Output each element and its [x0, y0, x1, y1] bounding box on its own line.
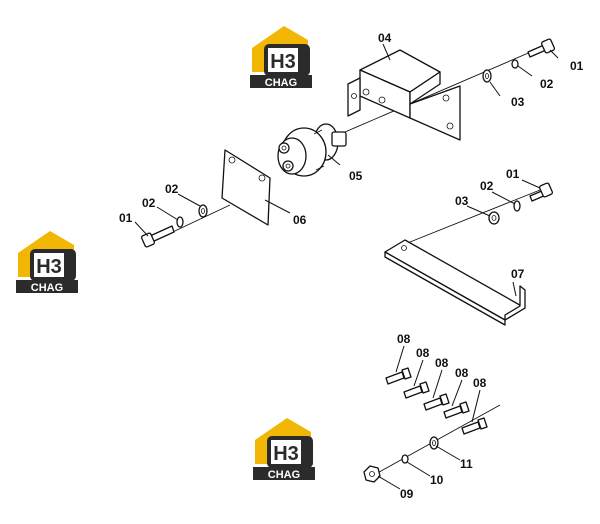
logo-text: CHAG [31, 282, 63, 294]
washer-02-top [511, 59, 519, 69]
label-08-d: 08 [455, 366, 469, 380]
stud-08-d [443, 401, 470, 419]
label-02-left-b: 02 [165, 182, 179, 196]
washer-03-top [482, 69, 492, 83]
logo-watermark: H3 CHAG [250, 26, 312, 89]
assembly-axis [404, 187, 546, 245]
label-08-e: 08 [473, 376, 487, 390]
label-07: 07 [511, 267, 525, 281]
leader-lines [134, 43, 559, 490]
logo-watermark: H3 CHAG [253, 418, 315, 481]
logo-letters: H3 [36, 256, 62, 278]
logo-watermark: H3 CHAG [16, 231, 78, 294]
part-04-bracket [347, 49, 461, 141]
bolt-01-top [527, 38, 556, 58]
label-01-top: 01 [570, 59, 584, 73]
washer-11 [429, 436, 439, 450]
label-08-a: 08 [397, 332, 411, 346]
nut-09 [363, 465, 381, 483]
logo-letters: H3 [273, 443, 299, 465]
label-09: 09 [400, 487, 414, 501]
label-01-left: 01 [119, 211, 133, 225]
label-02-mid: 02 [480, 179, 494, 193]
washer-03-mid [488, 211, 500, 225]
stud-08-c [423, 393, 450, 411]
washer-02-left-large [198, 204, 208, 218]
washer-02-mid [513, 200, 521, 212]
label-05: 05 [349, 169, 363, 183]
stud-08-e [461, 417, 488, 435]
part-05-switch [277, 123, 347, 177]
assembly-axis [344, 47, 541, 133]
label-08-b: 08 [416, 346, 430, 360]
label-02-left-a: 02 [142, 196, 156, 210]
logo-text: CHAG [265, 77, 297, 89]
washer-02-left-small [176, 216, 184, 228]
logo-letters: H3 [270, 51, 296, 73]
bolt-01-mid [529, 182, 554, 202]
part-07-strip [384, 239, 526, 326]
logo-text: CHAG [268, 469, 300, 481]
label-02-top: 02 [540, 77, 554, 91]
label-06: 06 [293, 213, 307, 227]
bolt-01-left [140, 225, 175, 248]
stud-08-a [385, 367, 412, 385]
label-04: 04 [378, 31, 392, 45]
stud-08-b [403, 381, 430, 399]
washer-10 [401, 454, 409, 464]
label-10: 10 [430, 473, 444, 487]
label-03-top: 03 [511, 95, 525, 109]
label-01-mid: 01 [506, 167, 520, 181]
label-08-c: 08 [435, 356, 449, 370]
part-06-plate [221, 149, 271, 226]
label-11: 11 [460, 457, 473, 471]
label-03-mid: 03 [455, 194, 469, 208]
